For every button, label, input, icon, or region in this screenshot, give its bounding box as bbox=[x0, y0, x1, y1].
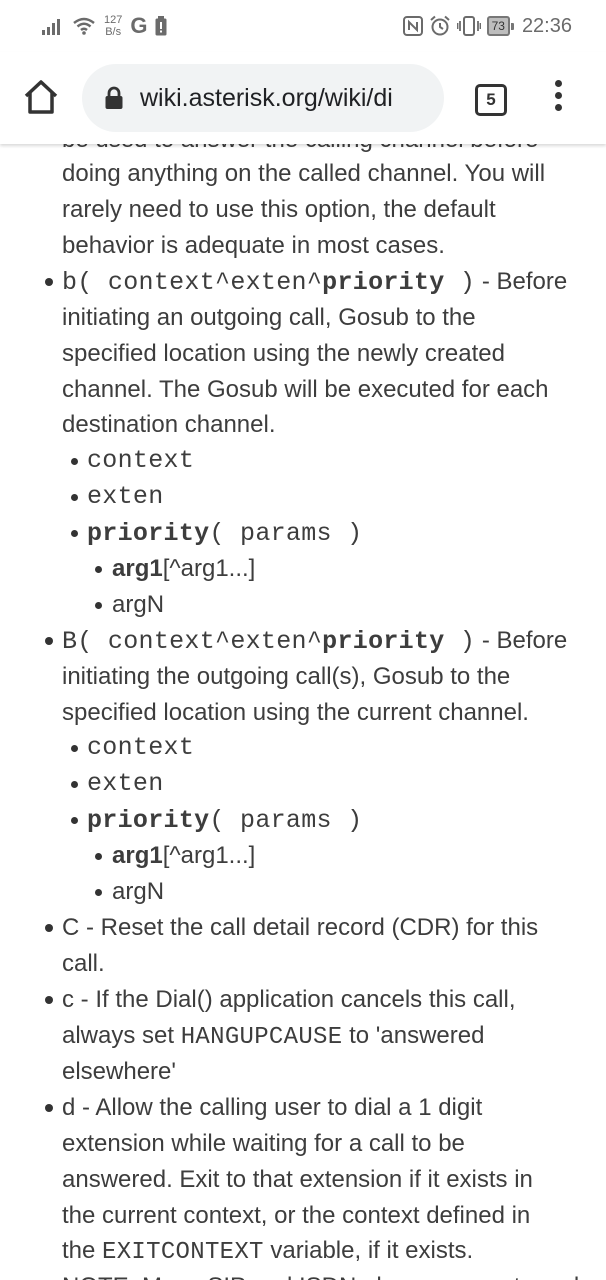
option-c-prefix: always set bbox=[62, 1022, 181, 1049]
option-c-line-1: c - If the Dial() application cancels th… bbox=[62, 986, 516, 1013]
url-text: wiki.asterisk.org/wiki/di bbox=[140, 83, 393, 112]
intro-line-3: behavior is adequate in most cases. bbox=[62, 232, 445, 259]
bullet bbox=[95, 889, 102, 896]
option-c-line-3: elsewhere' bbox=[62, 1058, 176, 1085]
option-B-code-end: ) bbox=[444, 627, 476, 656]
bullet bbox=[45, 924, 53, 932]
bullet bbox=[45, 1104, 53, 1112]
option-d-line-3: answered. Exit to that extension if it e… bbox=[62, 1166, 533, 1193]
option-b-desc: - Before bbox=[475, 268, 568, 295]
option-d-line-4: the current context, or the context defi… bbox=[62, 1202, 531, 1229]
option-d-prefix: the bbox=[62, 1237, 103, 1264]
alarm-icon bbox=[429, 15, 450, 36]
option-b-arg1-bold: arg1 bbox=[112, 555, 163, 582]
option-B-arg1-rest: [^arg1...] bbox=[162, 842, 256, 869]
option-b-code-end: ) bbox=[444, 268, 476, 297]
page-content: be used to answer the calling channel be… bbox=[0, 122, 606, 1280]
option-B-code-bold: priority bbox=[322, 627, 445, 656]
option-b-line-1: initiating an outgoing call, Gosub to th… bbox=[62, 304, 476, 331]
option-C-line-2: call. bbox=[62, 950, 105, 977]
option-d-line-5: the EXITCONTEXT variable, if it exists. bbox=[62, 1233, 592, 1271]
home-icon[interactable] bbox=[22, 78, 60, 116]
option-b-arg1-rest: [^arg1...] bbox=[162, 555, 256, 582]
google-icon: G bbox=[130, 13, 148, 38]
bullet bbox=[71, 745, 78, 752]
nfc-icon bbox=[402, 16, 423, 36]
vibrate-icon bbox=[456, 16, 481, 36]
option-B-code: B( context^exten^ bbox=[62, 627, 323, 656]
option-d-line-2: extension while waiting for a call to be bbox=[62, 1130, 465, 1157]
option-B-sub-priority: priority( params ) bbox=[87, 802, 606, 839]
option-b-arg1: arg1[^arg1...] bbox=[112, 551, 606, 587]
option-B-line-2: specified location using the current cha… bbox=[62, 699, 529, 726]
bullet bbox=[45, 278, 53, 286]
option-B-desc: - Before bbox=[475, 627, 568, 654]
option-B-sub-exten: exten bbox=[87, 769, 164, 798]
more-options-icon[interactable] bbox=[550, 80, 566, 118]
option-b-sub-context: context bbox=[87, 446, 195, 475]
bullet bbox=[71, 494, 78, 501]
option-b-code-bold: priority bbox=[322, 268, 445, 297]
intro-line-1: doing anything on the called channel. Yo… bbox=[62, 160, 546, 187]
option-B-arg1-bold: arg1 bbox=[112, 842, 163, 869]
intro-line-2: rarely need to use this option, the defa… bbox=[62, 196, 496, 223]
wifi-icon bbox=[73, 17, 95, 35]
browser-toolbar: wiki.asterisk.org/wiki/di 5 bbox=[0, 52, 606, 144]
option-d-code: EXITCONTEXT bbox=[102, 1239, 264, 1266]
option-B-heading: B( context^exten^priority ) - Before bbox=[62, 623, 592, 660]
option-b-heading: b( context^exten^priority ) - Before bbox=[62, 264, 592, 301]
option-d-suffix: variable, if it exists. bbox=[263, 1237, 474, 1264]
option-B-line-1: initiating the outgoing call(s), Gosub t… bbox=[62, 663, 511, 690]
option-b-sub-priority: priority( params ) bbox=[87, 515, 606, 552]
battery-saver-icon bbox=[155, 16, 167, 36]
option-c-code: HANGUPCAUSE bbox=[180, 1024, 343, 1051]
option-C-line-1: C - Reset the call detail record (CDR) f… bbox=[62, 914, 539, 941]
lock-icon bbox=[105, 86, 123, 109]
option-B-sub-context: context bbox=[87, 733, 195, 762]
bullet bbox=[71, 817, 78, 824]
status-left: 127 B/s G bbox=[42, 10, 167, 42]
bullet bbox=[71, 781, 78, 788]
option-c-suffix: to 'answered bbox=[342, 1022, 485, 1049]
tab-switcher-button[interactable]: 5 bbox=[475, 84, 507, 116]
battery-icon: 73 bbox=[486, 16, 515, 36]
option-B-arg1: arg1[^arg1...] bbox=[112, 838, 606, 874]
bullet bbox=[45, 996, 53, 1004]
bullet bbox=[95, 566, 102, 573]
clock-time: 22:36 bbox=[521, 14, 572, 37]
option-b-line-3: channel. The Gosub will be executed for … bbox=[62, 376, 549, 403]
option-d-next-cut: NOTE: Many SIP and ISDN phones cannot se… bbox=[62, 1269, 592, 1280]
option-b-priority: priority bbox=[87, 519, 210, 548]
option-B-argN: argN bbox=[112, 878, 165, 905]
option-b-line-2: specified location using the newly creat… bbox=[62, 340, 505, 367]
network-speed: 127 B/s bbox=[104, 14, 122, 38]
signal-icon bbox=[42, 19, 60, 35]
option-b-sub-exten: exten bbox=[87, 482, 164, 511]
status-right: 73 22:36 bbox=[402, 10, 572, 42]
bullet bbox=[71, 530, 78, 537]
bullet bbox=[95, 602, 102, 609]
bullet bbox=[45, 637, 53, 645]
status-bar: 127 B/s G 73 22:36 bbox=[0, 0, 606, 52]
url-bar[interactable]: wiki.asterisk.org/wiki/di bbox=[82, 64, 444, 132]
option-b-params: ( params ) bbox=[209, 519, 363, 548]
option-b-line-4: destination channel. bbox=[62, 411, 276, 438]
bullet bbox=[71, 458, 78, 465]
bullet bbox=[95, 853, 102, 860]
option-B-priority: priority bbox=[87, 806, 210, 835]
option-d-line-1: d - Allow the calling user to dial a 1 d… bbox=[62, 1094, 483, 1121]
option-B-params: ( params ) bbox=[209, 806, 363, 835]
option-c-line-2: always set HANGUPCAUSE to 'answered bbox=[62, 1018, 592, 1056]
network-speed-unit: B/s bbox=[105, 26, 122, 38]
network-speed-value: 127 bbox=[104, 14, 123, 26]
option-b-code: b( context^exten^ bbox=[62, 268, 323, 297]
option-b-argN: argN bbox=[112, 591, 165, 618]
